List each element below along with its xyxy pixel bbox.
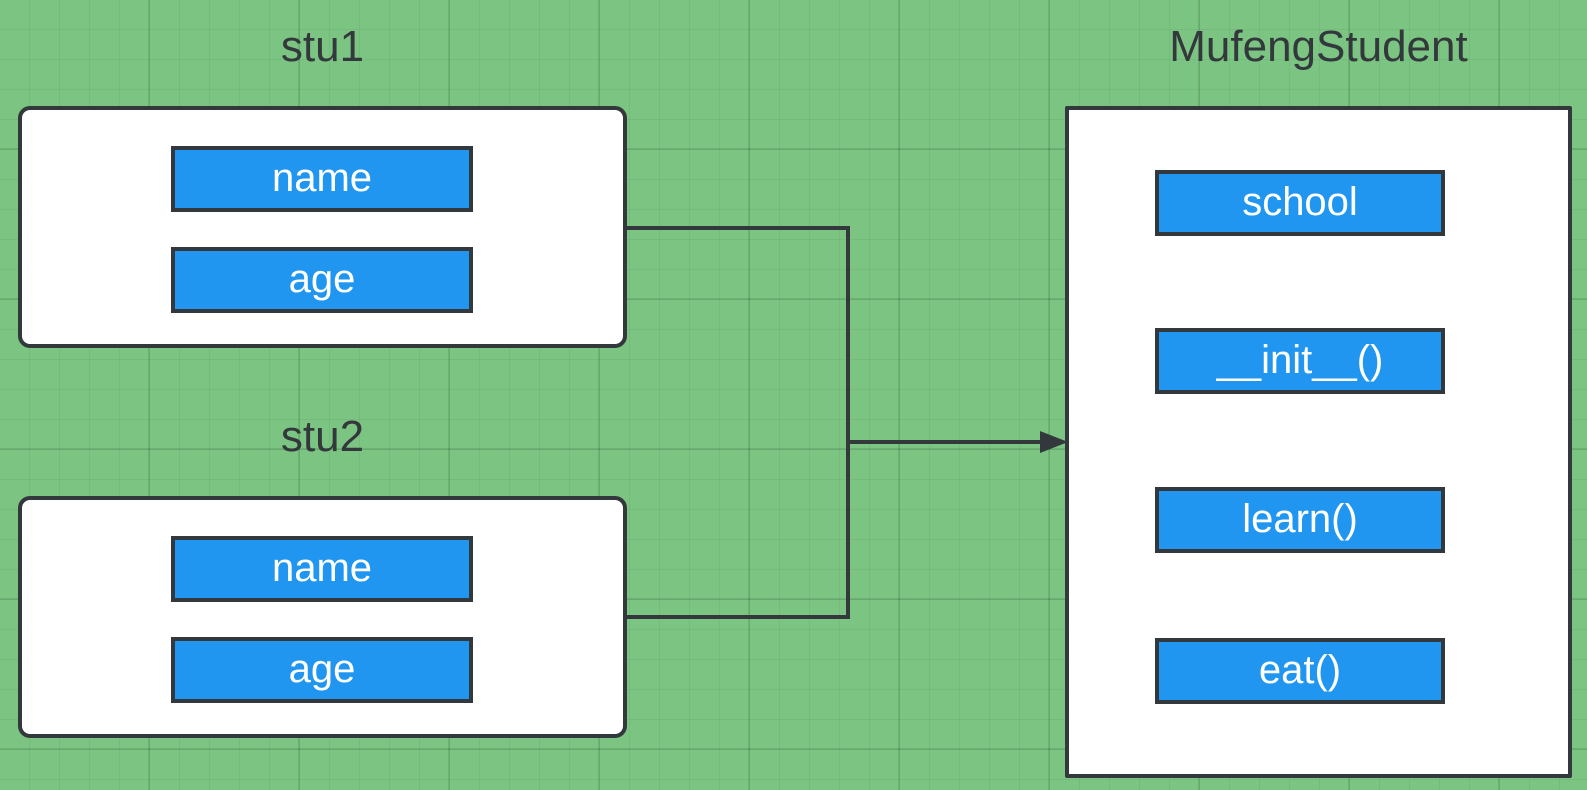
class-box: school __init__() learn() eat() — [1065, 106, 1572, 778]
member-learn: learn() — [1155, 487, 1445, 553]
instance-box-stu1: name age — [18, 106, 627, 348]
arrow-line — [846, 440, 1042, 444]
member-school: school — [1155, 170, 1445, 236]
field-name: name — [171, 536, 473, 602]
field-name: name — [171, 146, 473, 212]
member-init: __init__() — [1155, 328, 1445, 394]
instance-title-stu2: stu2 — [280, 412, 365, 461]
field-age: age — [171, 637, 473, 703]
connector-stu2-line — [627, 615, 848, 619]
class-title: MufengStudent — [1169, 22, 1468, 71]
connector-stu1-line — [627, 226, 848, 230]
member-eat: eat() — [1155, 638, 1445, 704]
arrowhead-icon — [1040, 431, 1068, 453]
connector-merge-line — [846, 226, 850, 619]
instance-title-stu1: stu1 — [280, 22, 365, 71]
field-age: age — [171, 247, 473, 313]
instance-box-stu2: name age — [18, 496, 627, 738]
